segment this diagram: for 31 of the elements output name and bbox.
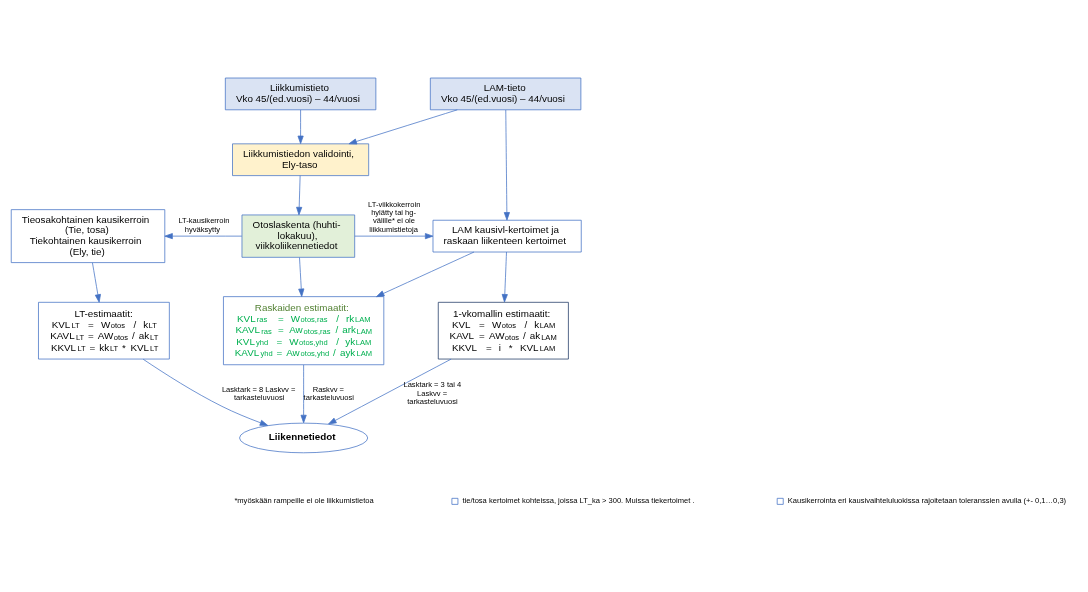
edge-label: LT-viikkokerroin hylätty tai hg-välille* ei ole liikkumistietoja bbox=[368, 199, 421, 234]
arrow bbox=[142, 358, 269, 426]
arrow bbox=[501, 251, 508, 302]
arrow bbox=[503, 109, 510, 220]
edge-label: Lasktark = 8 Laskvv = tarkasteluvuosi bbox=[221, 384, 296, 402]
node-box: Tieosakohtainen kausikerroin (Tie, tosa) Tiekohtainen kausikerroin (Ely, tie) bbox=[10, 208, 166, 263]
arrow bbox=[300, 364, 307, 423]
node-ellipse: Liikennetiedot bbox=[239, 422, 369, 453]
arrow bbox=[348, 108, 458, 144]
arrow bbox=[296, 174, 303, 215]
node-box: Liikkumistiedon validointi, Ely-taso bbox=[232, 142, 370, 176]
arrow bbox=[354, 232, 434, 239]
arrow bbox=[328, 358, 452, 424]
edge-label: Raskvv = tarkasteluvuosi bbox=[303, 384, 354, 402]
arrow bbox=[164, 232, 243, 239]
node-box: LT-estimaatit: KVLLT = Wotos / kLT KAVLLT = AWotos / akLT KKVLLT = kkLT * KVLLT bbox=[38, 301, 170, 359]
node-box: LAM-tieto Vko 45/(ed.vuosi) – 44/vuosi bbox=[429, 77, 582, 110]
node-box: Otoslaskenta (huhti-lokakuu), viikkoliikennetiedot bbox=[241, 214, 356, 258]
node-box: 1-vkomallin estimaatit: KVL = Wotos / kLAM KAVL = AWotos / akLAM KKVL = i * KVLLAM bbox=[437, 301, 569, 359]
arrow bbox=[92, 261, 101, 303]
node-box: LAM kausivl-kertoimet ja raskaan liikenteen kertoimet bbox=[432, 219, 582, 252]
arrow bbox=[376, 251, 475, 297]
edge-label: Lasktark = 3 tai 4 Laskvv = tarkasteluvuosi bbox=[403, 379, 462, 406]
node-box: Raskaiden estimaatit: KVLras = Wotos,ras / rkLAM KAVLras = Awotos,ras / arkLAM KVLyhd = Wotos,yhd / ykLAM KAVLyhd = Awotos,yhd / aykLAM bbox=[223, 295, 385, 365]
edge-label: LT-kausikerroin hyväksytty bbox=[178, 215, 230, 234]
label: Kausikerrointa eri kausivaihteluluokissa rajoitetaan toleranssien avulla (+- 0,1…0,3) bbox=[787, 495, 1067, 505]
label: tie/tosa kertoimet kohteissa, joissa LT_ka > 300. Muissa tiekertoimet . bbox=[462, 495, 695, 505]
label: *myöskään rampeille ei ole liikkumistietoa bbox=[234, 495, 374, 505]
arrow bbox=[298, 256, 305, 297]
arrow bbox=[297, 109, 304, 144]
node-box: Liikkumistieto Vko 45/(ed.vuosi) – 44/vuosi bbox=[224, 77, 377, 110]
